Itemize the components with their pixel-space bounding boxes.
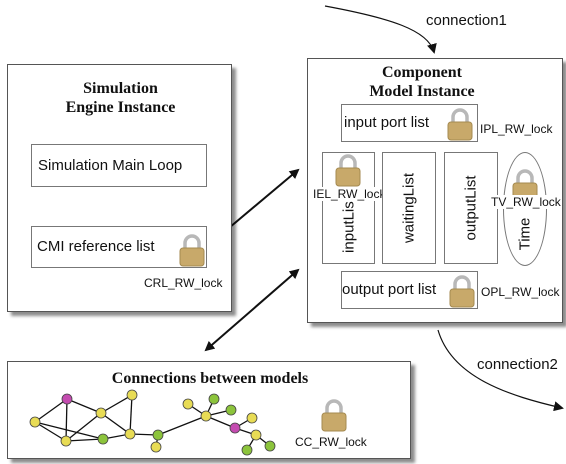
output-list-box: outputList	[444, 152, 498, 264]
input-port-list-box: input port list	[341, 104, 478, 142]
waiting-list-label: waitingList	[400, 172, 418, 244]
iel-lock-label: IEL_RW_lock	[313, 187, 386, 201]
input-port-list-label: input port list	[344, 114, 430, 131]
cc-lock-icon	[319, 399, 349, 432]
time-label: Time	[516, 217, 534, 251]
connections-panel: Connections between models	[7, 361, 411, 459]
component-model-title: Component Model Instance	[308, 63, 536, 101]
simulation-engine-panel: Simulation Engine Instance Simulation Ma…	[7, 64, 232, 312]
simulation-engine-title-line2: Engine Instance	[65, 99, 176, 116]
connections-to-component-arrow	[204, 268, 300, 352]
connection1-arrow	[324, 5, 437, 54]
crl-lock-label: CRL_RW_lock	[144, 276, 223, 290]
waiting-list-box: waitingList	[382, 152, 436, 264]
crl-lock-icon	[177, 234, 207, 267]
cmi-reference-list-label: CMI reference list	[37, 238, 155, 255]
tv-lock-label: TV_RW_lock	[491, 195, 561, 209]
input-list-label: inputList	[340, 196, 357, 253]
model-graph	[29, 389, 276, 456]
cmi-reference-list-box: CMI reference list	[31, 226, 207, 268]
connection2-label: connection2	[477, 356, 558, 373]
output-port-list-label: output port list	[342, 281, 437, 298]
output-list-label: outputList	[462, 175, 480, 241]
connection1-label: connection1	[426, 12, 507, 29]
simulation-engine-title-line1: Simulation	[83, 80, 158, 97]
time-ellipse: Time	[503, 152, 547, 266]
connections-panel-title: Connections between models	[111, 370, 309, 387]
opl-lock-label: OPL_RW_lock	[481, 285, 560, 299]
main-loop-label: Simulation Main Loop	[38, 157, 183, 174]
component-model-title-line1: Component	[381, 64, 462, 81]
iel-lock-icon	[333, 154, 363, 187]
component-model-panel: Component Model Instance input port list…	[307, 58, 563, 323]
output-port-list-box: output port list	[341, 271, 478, 309]
main-loop-box: Simulation Main Loop	[31, 144, 207, 187]
ipl-lock-icon	[445, 108, 475, 141]
component-model-title-line2: Model Instance	[369, 83, 475, 100]
opl-lock-icon	[447, 275, 477, 308]
simulation-engine-title: Simulation Engine Instance	[8, 79, 233, 117]
input-list-box: inputList	[322, 152, 375, 264]
connection2-arrow	[437, 329, 564, 412]
ipl-lock-label: IPL_RW_lock	[480, 122, 553, 136]
cc-lock-label: CC_RW_lock	[295, 435, 367, 449]
